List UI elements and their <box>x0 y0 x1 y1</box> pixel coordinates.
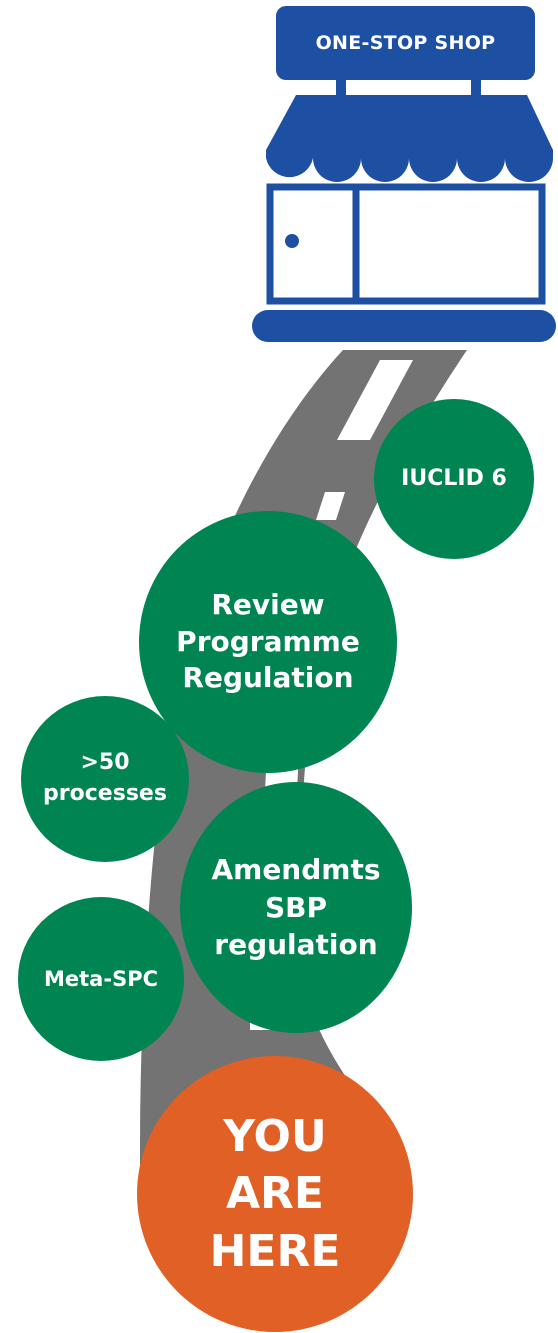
milestone-amendments: Amendmts SBP regulation <box>180 782 412 1033</box>
shop-base <box>252 310 556 342</box>
storefront-icon <box>252 78 556 342</box>
shop-door-knob <box>285 234 299 248</box>
milestone-amendments-line: SBP <box>264 890 327 924</box>
road-center-dash <box>316 492 345 520</box>
shop-frame <box>266 183 546 305</box>
shop-sign: ONE-STOP SHOP <box>276 6 535 80</box>
you-are-here-marker: YOU ARE HERE <box>137 1056 413 1332</box>
milestone-review-programme: Review Programme Regulation <box>139 511 397 773</box>
milestone-iuclid-label: IUCLID 6 <box>401 466 507 492</box>
you-are-here-line: HERE <box>209 1225 341 1277</box>
shop-awning <box>266 95 553 150</box>
shop-awning-scallops <box>266 150 553 182</box>
sign-post-right <box>471 78 481 100</box>
milestone-processes-line: >50 <box>80 750 130 776</box>
shop-sign-label: ONE-STOP SHOP <box>315 32 496 54</box>
road-center-dash <box>337 360 413 440</box>
milestone-processes-line: processes <box>43 781 167 806</box>
you-are-here-line: ARE <box>225 1168 324 1220</box>
milestone-meta-spc: Meta-SPC <box>18 897 184 1061</box>
milestone-processes: >50 processes <box>21 696 189 862</box>
milestone-review-line: Regulation <box>182 661 354 695</box>
you-are-here-line: YOU <box>223 1111 327 1163</box>
milestone-amendments-line: Amendmts <box>211 852 381 886</box>
milestone-iuclid: IUCLID 6 <box>374 399 534 559</box>
milestone-meta-spc-label: Meta-SPC <box>44 966 158 991</box>
sign-post-left <box>336 78 346 100</box>
milestone-amendments-line: regulation <box>214 928 378 962</box>
milestone-review-line: Programme <box>176 624 360 658</box>
milestone-review-line: Review <box>211 587 325 621</box>
